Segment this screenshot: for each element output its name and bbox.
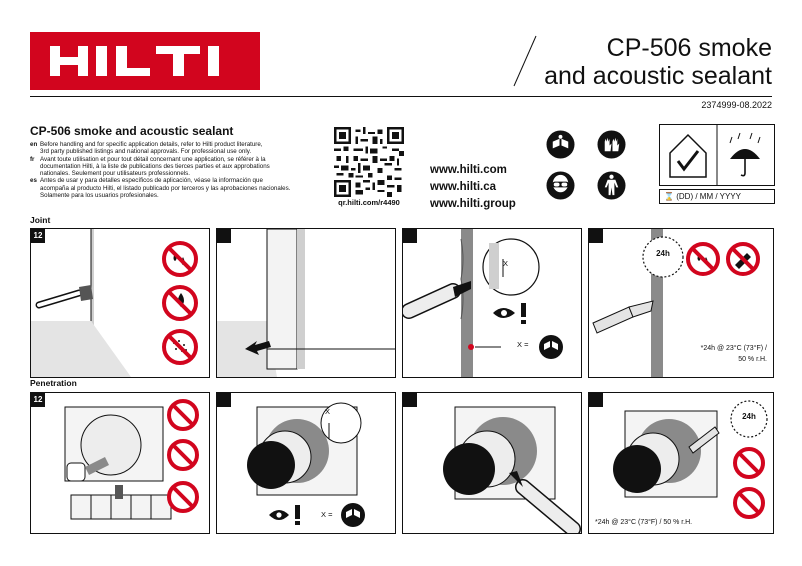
backer-rod-arrow [245,341,271,355]
eye-icon [269,510,289,520]
no-water-icon [167,399,199,431]
read-manual-icon [539,335,563,359]
spatula-icon [592,300,654,334]
spatula-icon [688,426,720,454]
date-format: (DD) / MM / YYYY [676,192,741,201]
caulking-gun-icon [403,281,471,319]
step-number [403,229,417,243]
hourglass-icon: ⌛ [664,192,674,201]
indoor-storage-icon [669,133,707,178]
title-slash [513,35,537,87]
umbrella-icon [729,132,761,177]
step-number [217,393,231,407]
joint-step-2 [216,228,396,378]
x-label: X [503,259,509,268]
coverall-icon [597,171,626,200]
step-number [217,229,231,243]
no-painting-icon [726,242,760,276]
cure-clock-icon [642,236,684,278]
website-link[interactable]: www.hilti.group [430,198,516,210]
joint-step-4: 24h *24h @ 23°C (73°F) / 50 % r.H. [588,228,774,378]
read-manual-icon [341,503,365,527]
goggles-icon [546,171,575,200]
brush-icon [35,285,93,309]
joint-step-1: 12 [30,228,210,378]
cure-badge: 24h [742,412,756,421]
no-water-icon [686,242,720,276]
caulking-gun-icon [509,471,581,533]
cure-clock-icon [730,400,768,438]
exclamation-icon [521,303,526,317]
header-rule [30,96,772,97]
pipe-icon [70,485,172,520]
brush-icon [66,457,109,482]
step-number: 12 [31,393,45,407]
read-manual-icon [546,130,575,159]
cure-caption: 50 % r.H. [738,356,767,363]
cure-caption: *24h @ 23°C (73°F) / [700,345,767,352]
no-oil-icon [162,285,198,321]
penetration-step-2: X X = [216,392,396,534]
no-dust-icon [162,329,198,365]
manual-equation: X = [321,510,333,519]
cure-caption: *24h @ 23°C (73°F) / 50 % r.H. [595,519,693,526]
step-number: 12 [31,229,45,243]
no-painting-icon [733,487,765,519]
step-number [403,393,417,407]
product-name: CP-506 smoke and acoustic sealant [30,124,234,138]
qr-caption[interactable]: qr.hilti.com/r4490 [338,198,400,207]
title-line-1: CP-506 smoke [606,34,772,62]
joint-step-3: X X = [402,228,582,378]
penetration-step-3 [402,392,582,534]
step-number [589,393,603,407]
penetration-step-1: 12 [30,392,210,534]
hilti-logo [30,32,260,90]
cure-badge: 24h [656,249,670,258]
manual-equation: X = [517,340,529,349]
qr-code[interactable] [333,127,405,197]
x-label: X [325,407,331,416]
penetration-step-4: 24h *24h @ 23°C (73°F) / 50 % r.H. [588,392,774,534]
storage-conditions [659,124,775,186]
step-number [589,229,603,243]
website-link[interactable]: www.hilti.com [430,164,507,176]
expiry-date-box: ⌛ (DD) / MM / YYYY [659,189,775,204]
gloves-icon [597,130,626,159]
website-link[interactable]: www.hilti.ca [430,181,497,193]
no-oil-icon [167,439,199,471]
section-label-joint: Joint [30,215,51,225]
no-water-icon [162,241,198,277]
section-label-penetration: Penetration [30,378,77,388]
eye-icon [493,308,515,318]
exclamation-icon [295,505,300,519]
title-line-2: and acoustic sealant [544,62,772,90]
no-dust-icon [167,481,199,513]
document-number: 2374999-08.2022 [701,100,772,110]
no-water-icon [733,447,765,479]
